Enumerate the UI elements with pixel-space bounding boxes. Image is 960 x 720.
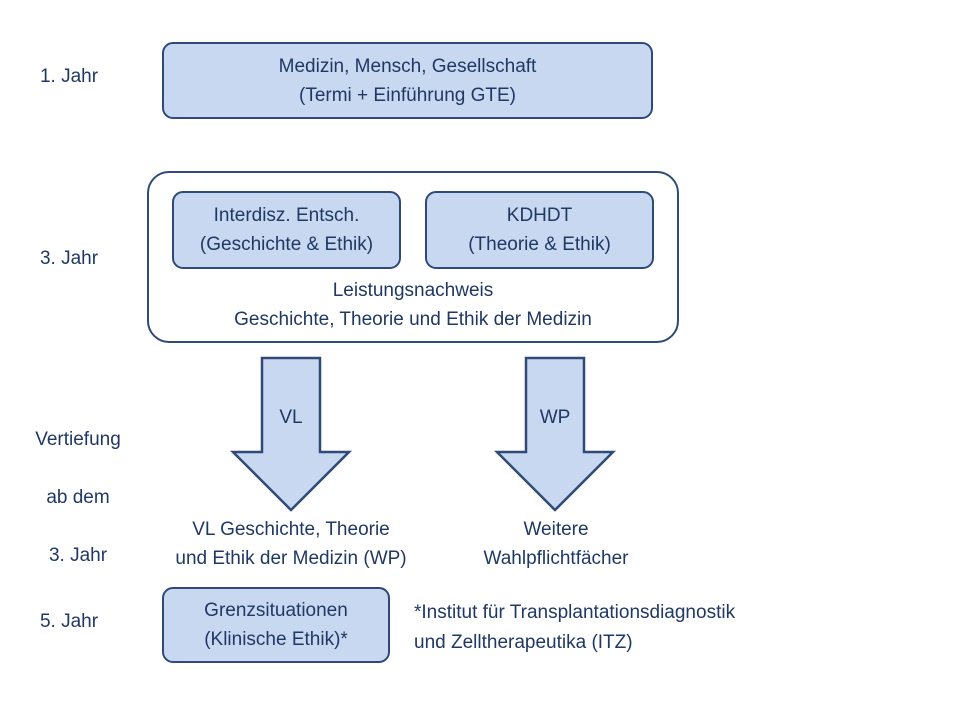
year-label-vertiefung: Vertiefung ab dem 3. Jahr	[18, 396, 138, 599]
box-medizin-mensch-gesellschaft: Medizin, Mensch, Gesellschaft (Termi + E…	[162, 42, 653, 119]
vertiefung-line-3: 3. Jahr	[48, 545, 108, 566]
box-interdisz-line-2: (Geschichte & Ethik)	[199, 234, 374, 255]
box-interdisz-entsch: Interdisz. Entsch. (Geschichte & Ethik)	[172, 191, 401, 269]
footnote-line-2: und Zelltherapeutika (ITZ)	[414, 632, 633, 653]
arrow-vl-shape	[229, 356, 353, 512]
box-mmg-line-2: (Termi + Einführung GTE)	[299, 84, 516, 106]
vertiefung-line-2: ab dem	[46, 487, 110, 508]
leistungsnachweis-text: Leistungsnachweis Geschichte, Theorie un…	[147, 276, 679, 334]
box-grenz-line-2: (Klinische Ethik)*	[204, 629, 348, 650]
leistungsnachweis-line-1: Leistungsnachweis	[332, 280, 494, 301]
leistungsnachweis-line-2: Geschichte, Theorie und Ethik der Medizi…	[234, 309, 592, 330]
arrow-wp-label: WP	[539, 407, 571, 428]
year-label-5: 5. Jahr	[39, 611, 99, 632]
box-kdhdt-line-2: (Theorie & Ethik)	[468, 234, 611, 255]
arrow-wp-shape	[493, 356, 617, 512]
footnote-itz: *Institut für Transplantationsdiagnostik…	[414, 598, 834, 658]
arrow-vl-label: VL	[279, 407, 303, 428]
box-grenz-line-1: Grenzsituationen	[204, 600, 348, 621]
target-wp-line-1: Weitere	[523, 519, 589, 540]
target-vl-line-2: und Ethik der Medizin (WP)	[175, 548, 407, 569]
vertiefung-line-1: Vertiefung	[35, 429, 121, 450]
year-label-3: 3. Jahr	[39, 248, 99, 269]
box-mmg-line-1: Medizin, Mensch, Gesellschaft	[278, 55, 537, 77]
year-label-1: 1. Jahr	[39, 66, 99, 87]
box-grenzsituationen: Grenzsituationen (Klinische Ethik)*	[162, 587, 390, 663]
target-wp-line-2: Wahlpflichtfächer	[483, 548, 629, 569]
box-interdisz-line-1: Interdisz. Entsch.	[213, 205, 360, 226]
target-vl-text: VL Geschichte, Theorie und Ethik der Med…	[140, 515, 442, 573]
box-kdhdt: KDHDT (Theorie & Ethik)	[425, 191, 654, 269]
footnote-line-1: *Institut für Transplantationsdiagnostik	[414, 602, 736, 623]
target-vl-line-1: VL Geschichte, Theorie	[192, 519, 390, 540]
box-kdhdt-line-1: KDHDT	[506, 205, 573, 226]
target-wp-text: Weitere Wahlpflichtfächer	[440, 515, 672, 573]
